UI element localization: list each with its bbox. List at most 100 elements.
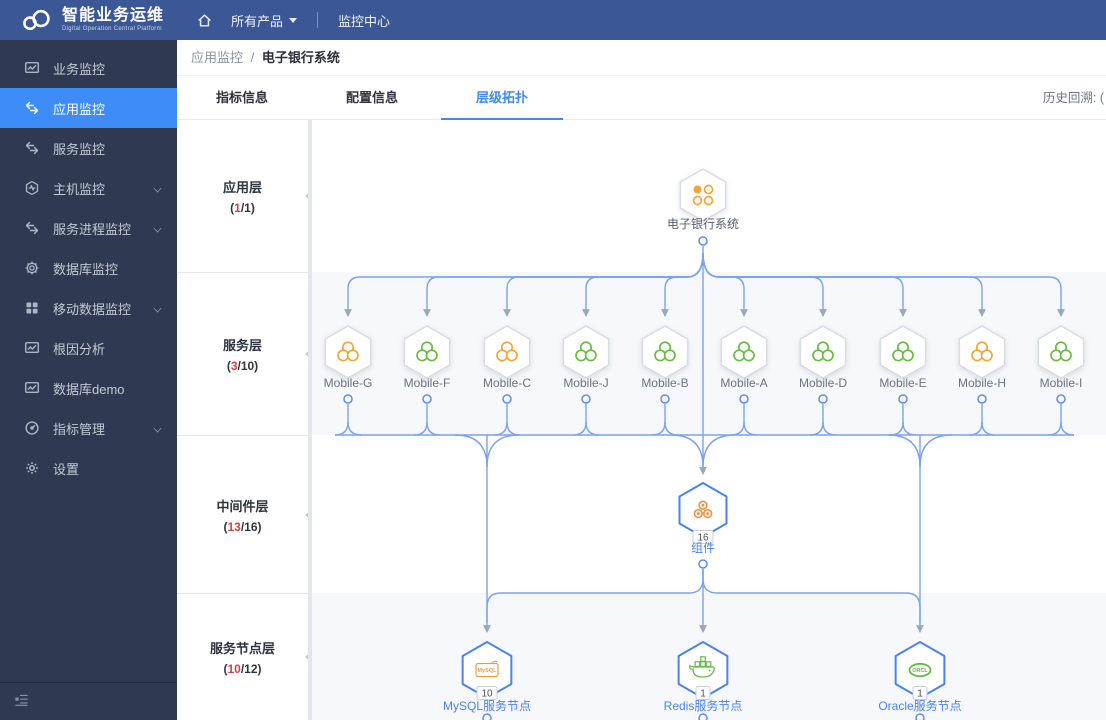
topology-edge bbox=[413, 404, 428, 436]
sidebar-item-6[interactable]: 移动数据监控 bbox=[0, 288, 177, 328]
sidebar-item-0[interactable]: 业务监控 bbox=[0, 48, 177, 88]
sidebar-item-4[interactable]: 服务进程监控 bbox=[0, 208, 177, 248]
service-node-4[interactable] bbox=[641, 325, 689, 379]
topology-edge bbox=[585, 421, 600, 436]
topology-edge bbox=[702, 252, 986, 317]
brand-title: 智能业务运维 bbox=[62, 7, 165, 24]
service-node-2[interactable] bbox=[483, 325, 531, 379]
breadcrumb-section[interactable]: 应用监控 bbox=[191, 50, 244, 65]
leaf-node-1[interactable] bbox=[677, 641, 729, 699]
collapse-layer-icon[interactable] bbox=[305, 350, 310, 358]
home-icon[interactable] bbox=[196, 12, 213, 29]
sidebar-item-1[interactable]: 应用监控 bbox=[0, 88, 177, 128]
topology-edge bbox=[702, 252, 748, 317]
sidebar-item-8[interactable]: 数据库demo bbox=[0, 368, 177, 408]
navbar-divider bbox=[317, 12, 319, 28]
service-expand-dot[interactable] bbox=[660, 394, 670, 404]
sidebar-item-5[interactable]: 数据库监控 bbox=[0, 248, 177, 288]
service-node-5[interactable] bbox=[720, 325, 768, 379]
monitor-center-menu[interactable]: 监控中心 bbox=[338, 11, 390, 30]
layer-label-column: 应用层 (1/1) 服务层 (3/10) 中间件层 (13/16) 服务节点层 … bbox=[177, 120, 310, 720]
topology-edge bbox=[1047, 404, 1062, 436]
topology-edge bbox=[486, 434, 520, 468]
count-badge-label: 1 bbox=[700, 689, 706, 700]
sidebar-item-2[interactable]: 服务监控 bbox=[0, 128, 177, 168]
service-node-9[interactable] bbox=[1037, 325, 1085, 379]
topology-edge bbox=[506, 421, 521, 436]
sidebar-item-label: 数据库demo bbox=[53, 381, 125, 397]
service-node-3[interactable] bbox=[562, 325, 610, 379]
topology-edge bbox=[572, 404, 587, 436]
service-monitor-icon bbox=[24, 140, 40, 156]
top-navbar: 智能业务运维 Digital Operation Central Platfor… bbox=[0, 0, 1106, 40]
tab-2[interactable]: 层级拓扑 bbox=[437, 76, 567, 120]
tab-0[interactable]: 指标信息 bbox=[215, 90, 268, 105]
collapse-sidebar-icon[interactable] bbox=[14, 692, 29, 712]
collapse-layer-icon[interactable] bbox=[305, 510, 310, 519]
app-node[interactable] bbox=[679, 168, 727, 222]
redis-icon bbox=[689, 656, 715, 678]
service-node-label: Mobile-C bbox=[483, 376, 531, 390]
count-badge-label: 10 bbox=[481, 689, 493, 700]
service-expand-dot[interactable] bbox=[898, 394, 908, 404]
layer-count: (1/1) bbox=[230, 201, 255, 215]
sidebar-item-7[interactable]: 根因分析 bbox=[0, 328, 177, 368]
all-products-menu[interactable]: 所有产品 bbox=[231, 11, 298, 30]
topology-panel: 应用层 (1/1) 服务层 (3/10) 中间件层 (13/16) 服务节点层 … bbox=[177, 120, 1106, 720]
service-node-7[interactable] bbox=[879, 325, 927, 379]
app-expand-dot[interactable] bbox=[698, 236, 708, 246]
layer-name: 服务节点层 bbox=[209, 641, 275, 656]
topology-edge bbox=[887, 434, 921, 468]
cluster-icon bbox=[892, 341, 914, 362]
topology-edge bbox=[651, 404, 666, 436]
leaf-node-label: Redis服务节点 bbox=[664, 698, 743, 713]
service-expand-dot[interactable] bbox=[502, 394, 512, 404]
service-node-label: Mobile-F bbox=[404, 376, 451, 390]
service-expand-dot[interactable] bbox=[343, 394, 353, 404]
cluster-icon bbox=[1050, 341, 1072, 362]
leaf-expand-dot[interactable] bbox=[698, 713, 708, 720]
sidebar-item-9[interactable]: 指标管理 bbox=[0, 408, 177, 448]
service-expand-dot[interactable] bbox=[422, 394, 432, 404]
service-expand-dot[interactable] bbox=[739, 394, 749, 404]
brand-cloud-icon bbox=[23, 9, 50, 31]
history-replay-label: 历史回溯: ( bbox=[1042, 91, 1104, 105]
service-expand-dot[interactable] bbox=[1056, 394, 1066, 404]
topology-edge bbox=[702, 434, 736, 468]
collapse-layer-icon[interactable] bbox=[305, 192, 310, 200]
sidebar-item-3[interactable]: 主机监控 bbox=[0, 168, 177, 208]
sidebar-item-label: 服务进程监控 bbox=[53, 221, 132, 237]
topology-edge bbox=[670, 434, 704, 468]
leaf-expand-dot[interactable] bbox=[915, 713, 925, 720]
service-node-6[interactable] bbox=[799, 325, 847, 379]
service-node-8[interactable] bbox=[958, 325, 1006, 379]
chevron-down-icon bbox=[153, 304, 162, 313]
middleware-expand-dot[interactable] bbox=[698, 559, 708, 569]
leaf-expand-dot[interactable] bbox=[482, 713, 492, 720]
layer-name: 服务层 bbox=[222, 338, 262, 353]
middleware-node[interactable] bbox=[678, 482, 728, 538]
service-expand-dot[interactable] bbox=[581, 394, 591, 404]
service-node-0[interactable] bbox=[324, 325, 372, 379]
breadcrumb-separator: / bbox=[250, 50, 255, 65]
collapse-layer-icon[interactable] bbox=[305, 653, 310, 661]
mobile-data-icon bbox=[24, 300, 40, 316]
service-expand-dot[interactable] bbox=[977, 394, 987, 404]
service-node-1[interactable] bbox=[403, 325, 451, 379]
caret-down-icon bbox=[289, 17, 298, 23]
topology-edge bbox=[809, 404, 824, 436]
process-monitor-icon bbox=[24, 220, 40, 236]
brand[interactable]: 智能业务运维 Digital Operation Central Platfor… bbox=[0, 7, 164, 33]
leaf-node-label: MySQL服务节点 bbox=[443, 698, 531, 713]
chart-monitor-icon bbox=[24, 60, 40, 76]
service-node-label: Mobile-H bbox=[958, 376, 1006, 390]
tab-1[interactable]: 配置信息 bbox=[345, 90, 398, 105]
service-node-label: Mobile-B bbox=[641, 376, 688, 390]
cluster-icon bbox=[496, 341, 518, 362]
service-expand-dot[interactable] bbox=[818, 394, 828, 404]
service-node-label: Mobile-G bbox=[324, 376, 373, 390]
topology-edge bbox=[902, 421, 917, 436]
sidebar-item-10[interactable]: 设置 bbox=[0, 448, 177, 488]
monitor-center-label: 监控中心 bbox=[338, 13, 391, 29]
